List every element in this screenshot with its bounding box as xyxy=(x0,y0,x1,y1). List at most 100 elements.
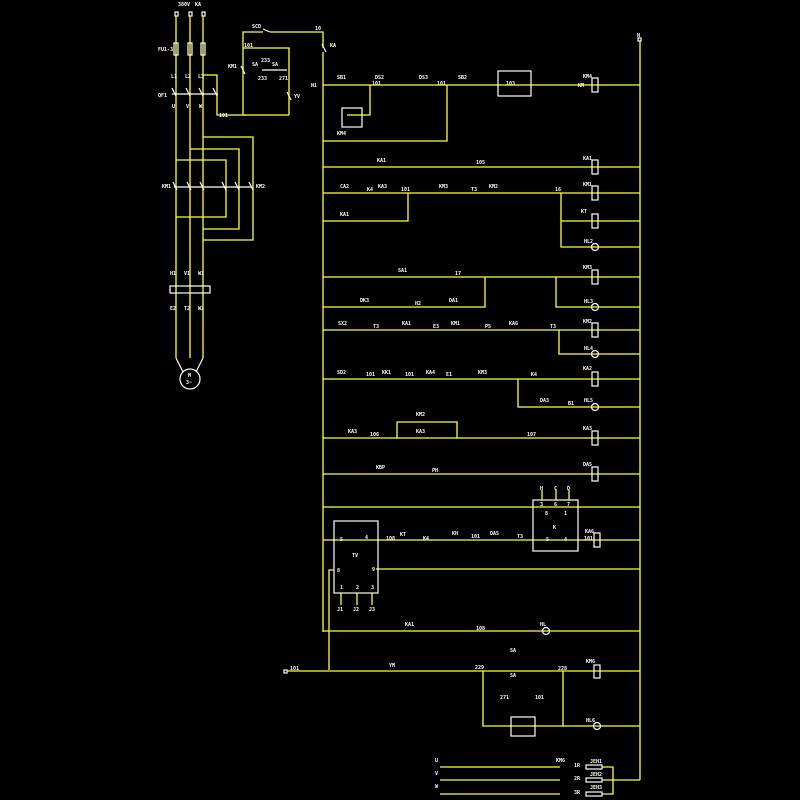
contactor-label: KM1 xyxy=(162,184,171,190)
thermal-label: E2 xyxy=(170,306,176,312)
k-pin: 6 xyxy=(554,502,557,508)
lamp-icon xyxy=(592,721,602,731)
tv-terminal: J1 xyxy=(337,607,343,613)
rung-label: T3 xyxy=(517,534,523,540)
phase-label: W xyxy=(435,784,439,790)
coil-icon xyxy=(591,269,599,285)
rung-label: B1 xyxy=(568,401,574,407)
rung-10: KA3 106 KM2 KA3 107 KA3 xyxy=(323,412,640,446)
sa-label: SA xyxy=(252,62,258,68)
thermal-label: W2 xyxy=(198,306,204,312)
rung-label: K4 xyxy=(423,536,429,542)
rung-label: KA3 xyxy=(416,429,425,435)
phase-label: L2 xyxy=(185,74,191,80)
breaker-contact xyxy=(171,87,177,97)
rung-8: SD2 101 KK1 101 KA4 E1 KM3 K4 KA2 DA3 B1… xyxy=(323,366,640,412)
contactor-contacts xyxy=(172,181,254,191)
k-mark: 8 xyxy=(545,511,548,517)
breaker-contact xyxy=(198,87,204,97)
node-label: 101 xyxy=(219,113,228,119)
coil-label: KT xyxy=(581,209,587,215)
tv-pin: 9 xyxy=(372,567,375,573)
rung-label: 108 xyxy=(386,536,395,542)
rung-label: P5 xyxy=(485,324,491,330)
yv-label: YV xyxy=(294,94,300,100)
rung-label: KA1 xyxy=(405,622,414,628)
rung-label: 101 xyxy=(471,534,480,540)
rung-label: KM2 xyxy=(489,184,498,190)
terminal-label: 1R xyxy=(574,763,581,769)
node-label: 10 xyxy=(315,26,321,32)
relay-box xyxy=(497,70,532,97)
tv-pin: 3 xyxy=(371,585,374,591)
breaker-label: QF1 xyxy=(158,93,167,99)
thermal-label: V1 xyxy=(184,271,190,277)
thermal-relay-icon xyxy=(169,285,211,294)
supply-label: 380V xyxy=(178,2,190,8)
rung-label: SB2 xyxy=(458,75,467,81)
k-pin: 3 xyxy=(540,502,543,508)
coil-label: KM1 xyxy=(583,182,592,188)
output-block: U V W KM6 1R 2R 3R JEH1 JEH2 JEH3 xyxy=(435,758,640,797)
power-circuit: 380V KA FU1-3 L1 L2 L3 QF1 U V W 101 KM1 xyxy=(158,2,265,390)
rung-label: KM3 xyxy=(478,370,487,376)
rung-label: E1 xyxy=(446,372,452,378)
rung-label: KK1 xyxy=(382,370,391,376)
rung-3: CA2 K4 KA3 101 KM3 T3 KM2 16 KM1 KA1 KT … xyxy=(323,182,640,252)
aux-block: SCD 10 101 KM1 SA SA 233 233 271 YV KA N… xyxy=(228,24,642,116)
coil-label: DA5 xyxy=(583,462,592,468)
fuse-icon xyxy=(187,42,193,56)
lamp-label: HL3 xyxy=(584,299,593,305)
k-terminal: H xyxy=(540,486,543,492)
rung-1: SB1 DS2 101 DS3 101 SB2 103 KM KM4 KM4 xyxy=(323,70,640,142)
rung-label: 106 xyxy=(370,432,379,438)
rung-label: 103 xyxy=(506,81,515,87)
k-terminal: C xyxy=(554,486,557,492)
rung-label: KH xyxy=(452,531,458,537)
fuse-icon xyxy=(173,42,179,56)
sa-label: SA xyxy=(272,62,278,68)
coil-icon xyxy=(591,213,599,229)
rung-13: KA1 108 HL xyxy=(323,622,640,636)
k-mark: 1 xyxy=(564,511,567,517)
tv-terminal: J2 xyxy=(353,607,359,613)
contactor-label: KM2 xyxy=(256,184,265,190)
tv-pin: 5 xyxy=(340,537,343,543)
rung-label: KA4 xyxy=(426,370,435,376)
tv-label: TV xyxy=(352,553,358,559)
rung-label: KM3 xyxy=(439,184,448,190)
rung-label: 101 xyxy=(366,372,375,378)
rung-label: YM xyxy=(389,663,395,669)
rung-label: 228 xyxy=(558,666,567,672)
coil-icon xyxy=(591,371,599,387)
coil-label: KA3 xyxy=(583,426,592,432)
switch-icon xyxy=(262,28,271,33)
tv-terminal: J3 xyxy=(369,607,375,613)
lamp-label: HL xyxy=(540,622,546,628)
rung-label: KM4 xyxy=(337,131,346,137)
relay-box xyxy=(510,716,536,737)
rung-label: 16 xyxy=(555,187,561,193)
tv-pin: 2 xyxy=(356,585,359,591)
k-pin: 5 xyxy=(546,537,549,543)
resistor-label: JEH2 xyxy=(590,772,602,778)
rung-label: SX2 xyxy=(338,321,347,327)
rung-label: E3 xyxy=(433,324,439,330)
resistor-label: JEH3 xyxy=(590,785,602,791)
k-terminal: D xyxy=(567,486,570,492)
lamp-label: HL4 xyxy=(584,346,593,352)
rung-12: TV 5 4 8 9 1 2 3 J1 J2 J3 108 KT K4 KH 1… xyxy=(323,486,640,670)
phase-label: U xyxy=(172,104,175,110)
lamp-icon xyxy=(541,626,551,636)
coil-icon xyxy=(591,77,599,93)
coil-icon xyxy=(591,322,599,338)
rung-label: KA3 xyxy=(378,184,387,190)
ka-label: KA xyxy=(330,43,336,49)
reverse-loop xyxy=(203,136,254,241)
rung-11: KBP PH DA5 xyxy=(323,462,640,482)
phase-label: V xyxy=(435,771,438,777)
rung-label: KT xyxy=(400,532,406,538)
tv-pin: 4 xyxy=(365,535,368,541)
rung-label: 101 xyxy=(372,81,381,87)
rung-label: 101 xyxy=(437,81,446,87)
